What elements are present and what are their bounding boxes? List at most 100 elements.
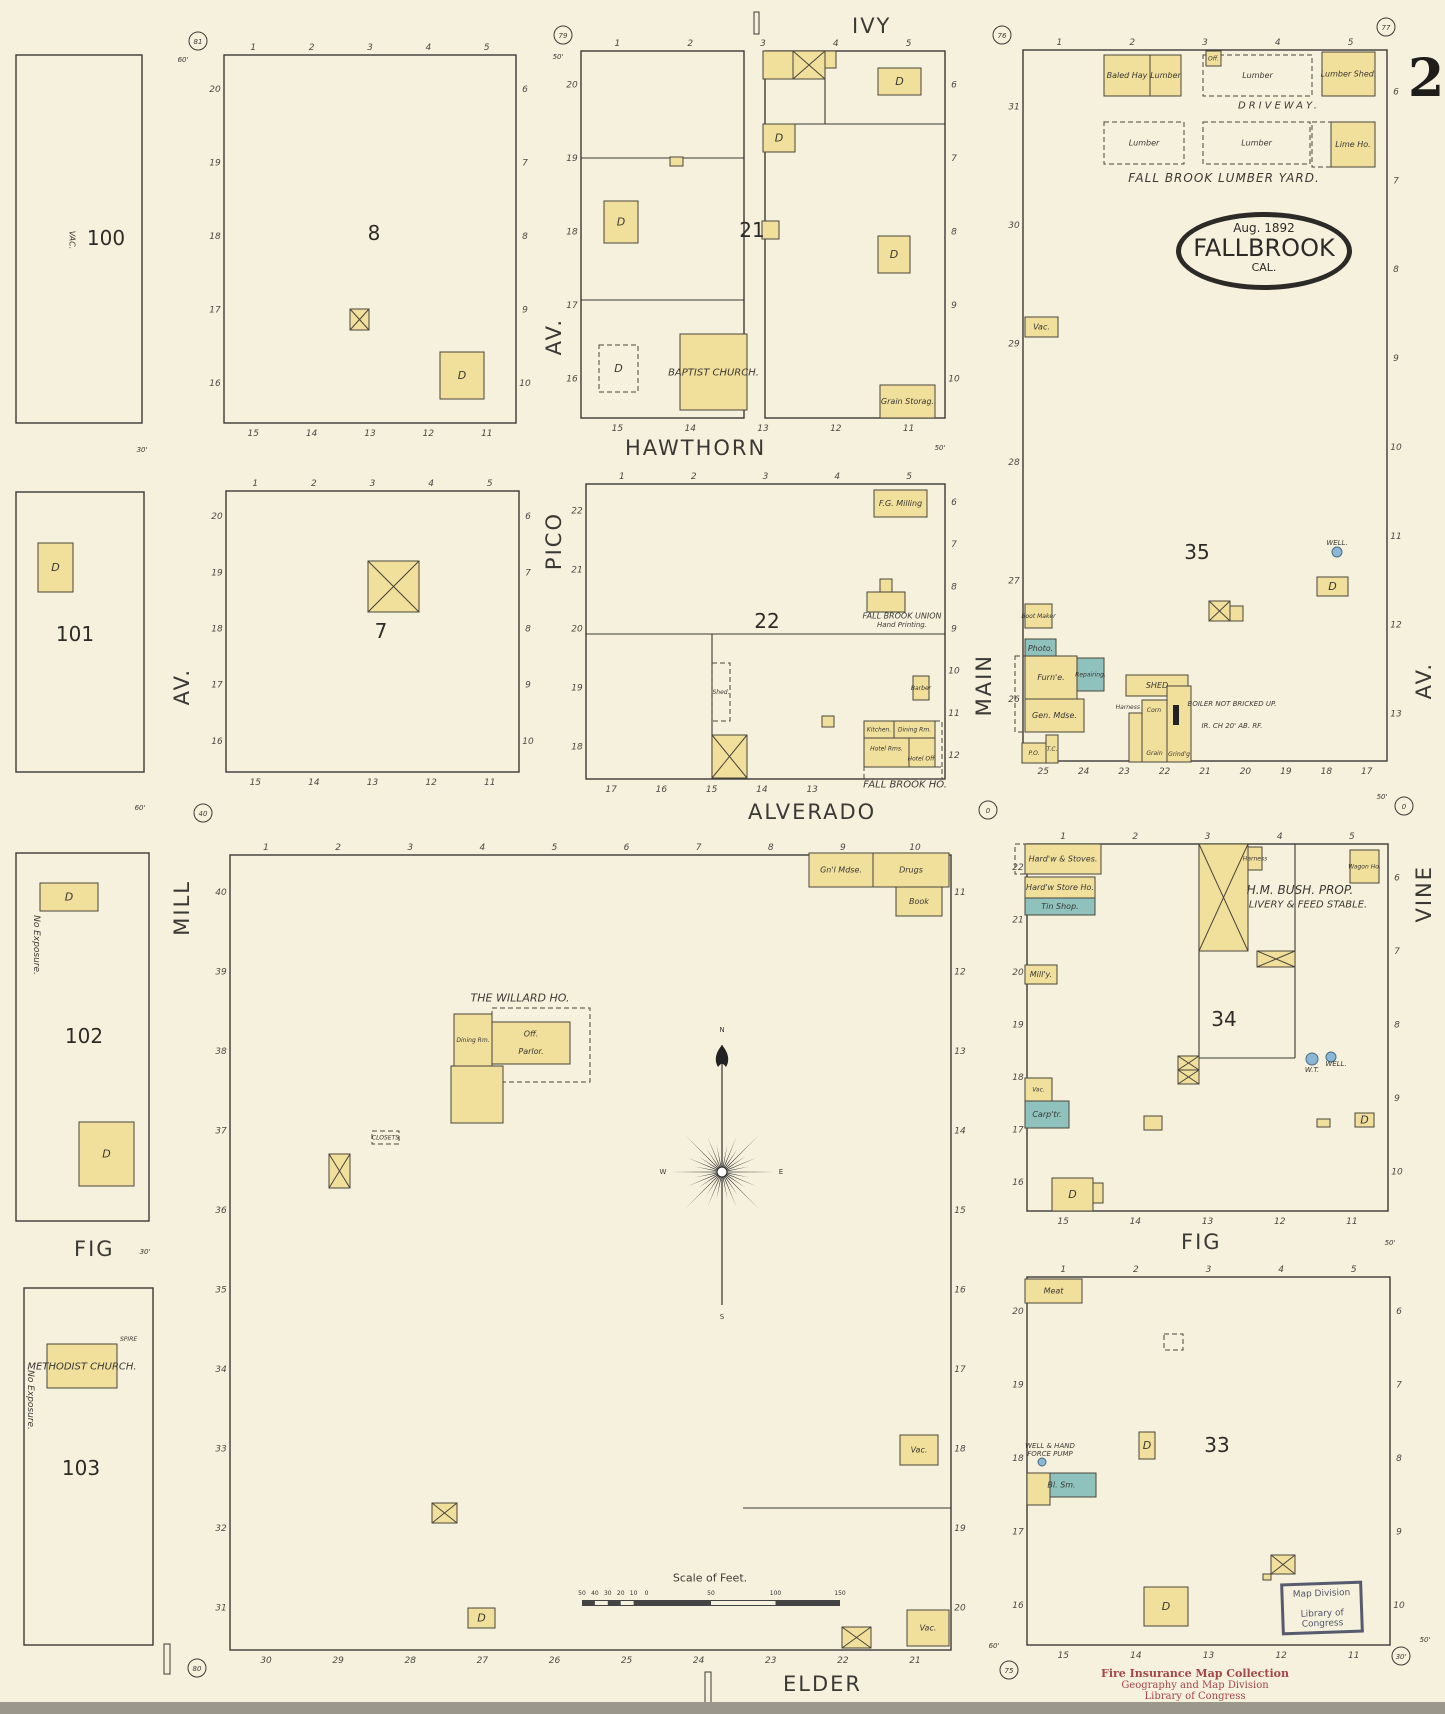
lot-number: 3: [763, 472, 769, 482]
building-meat: [1024, 1278, 1083, 1304]
building-carpenter: [1024, 1100, 1070, 1129]
lot-number: 19: [566, 154, 578, 164]
street-vine-av: AV.: [1412, 662, 1436, 700]
building-vac: [899, 1434, 939, 1466]
lot-number: 3: [1202, 38, 1208, 48]
lot-number: 24: [693, 1656, 705, 1666]
lot-number: 16: [1012, 1178, 1024, 1188]
scale-tick-label: 10: [630, 1590, 638, 1597]
lot-number: 8: [525, 625, 531, 635]
lot-number: 10: [1391, 1167, 1403, 1177]
lot-number: 21: [1012, 916, 1023, 926]
building: [762, 50, 794, 80]
fleur-de-lis-icon: [715, 1045, 729, 1067]
lot-number: 9: [522, 306, 528, 316]
building-label: P.O.: [1028, 750, 1039, 757]
lot-number: 1: [252, 479, 258, 489]
width-label: 50': [1419, 1636, 1431, 1644]
lot-number: 31: [215, 1603, 226, 1613]
scale-tick-label: 100: [770, 1590, 782, 1597]
collection-stamp: Fire Insurance Map Collection Geography …: [1101, 1668, 1289, 1702]
lot-number: 19: [1280, 767, 1292, 777]
lot-number: 21: [909, 1656, 920, 1666]
building-cross: [328, 1153, 351, 1189]
block-number-103: 103: [61, 1456, 101, 1480]
intersection-number: 75: [1005, 1667, 1014, 1675]
compass-ray: [726, 1166, 750, 1172]
compass-ray: [686, 1157, 718, 1171]
building-label: T.C.: [1047, 746, 1058, 753]
lot-number: 28: [1008, 458, 1020, 468]
building-label: Hotel Rms.: [870, 746, 903, 753]
compass-ray: [726, 1172, 750, 1178]
building-cross: [711, 734, 748, 779]
building-cross: [841, 1626, 872, 1649]
building-dwelling: [877, 235, 911, 274]
note-well-34: WELL.: [1325, 1060, 1347, 1068]
building-label: Grain: [1146, 750, 1162, 757]
compass-ray: [716, 1176, 722, 1200]
note-no-exposure-103: No Exposure.: [25, 1370, 35, 1430]
building: [1262, 1573, 1272, 1581]
building: [1026, 1472, 1051, 1506]
lot-number: 10: [1390, 443, 1402, 453]
width-label: 60': [988, 1642, 1000, 1650]
width-label: 50': [1376, 793, 1388, 801]
lot-number: 10: [948, 667, 960, 677]
lot-number: 15: [954, 1206, 966, 1216]
lot-number: 9: [1393, 354, 1399, 364]
lot-number: 18: [566, 228, 578, 238]
stamp-geo: Geography and Map Division: [1121, 1680, 1269, 1691]
lot-number: 1: [263, 843, 269, 853]
lot-number: 3: [407, 843, 413, 853]
scale-tick-label: 50: [578, 1590, 586, 1597]
compass-ray: [670, 1171, 718, 1173]
lot-number: 22: [571, 507, 583, 517]
building-dwelling: [1138, 1431, 1156, 1460]
intersection-number: 80: [193, 1665, 202, 1673]
lot-number: 13: [1202, 1217, 1214, 1227]
compass-ray: [706, 1148, 720, 1169]
lot-number: 16: [209, 379, 221, 389]
intersection-number: 77: [1382, 24, 1391, 32]
building-label: Vac.: [1032, 1087, 1045, 1094]
building-label: Lumber: [1129, 139, 1160, 148]
street-fig-east: FIG: [1181, 1230, 1222, 1254]
compass-ray: [707, 1176, 721, 1208]
compass-ray: [724, 1175, 738, 1196]
lot-number: 4: [428, 479, 434, 489]
building-label: D: [614, 362, 622, 375]
building-label: Parlor.: [518, 1047, 543, 1056]
building-dwelling: [39, 882, 99, 912]
building-repairing: [1076, 657, 1105, 692]
building-label: Carp'tr.: [1032, 1110, 1061, 1119]
building-dwelling: [78, 1121, 135, 1187]
building: [863, 766, 943, 780]
lot-number: 9: [951, 301, 957, 311]
lot-number: 7: [1396, 1380, 1402, 1390]
lot-number: 13: [1390, 710, 1402, 720]
lot-number: 7: [522, 158, 528, 168]
well-icon: [1325, 1051, 1337, 1063]
building-millinery: [1024, 964, 1058, 985]
building: [761, 220, 780, 240]
lot-number: 20: [209, 85, 221, 95]
block-outline-b7: [225, 490, 520, 773]
compass-ray: [707, 1136, 721, 1168]
compass-ray: [685, 1135, 719, 1169]
building-milling: [873, 489, 928, 518]
lot-number: 14: [684, 424, 696, 434]
lot-number: 17: [954, 1365, 966, 1375]
building-label: Gn'l Mdse.: [820, 866, 862, 875]
scale-tick-label: 0: [645, 1590, 649, 1597]
lot-number: 19: [211, 568, 223, 578]
lot-number: 5: [484, 43, 490, 53]
lot-number: 19: [209, 158, 221, 168]
lot-number: 19: [954, 1524, 966, 1534]
sheet-date: Aug. 1892: [1233, 221, 1295, 235]
lot-number: 15: [250, 778, 262, 788]
lot-number: 3: [367, 43, 373, 53]
compass-north: N: [719, 1026, 725, 1034]
lot-number: 13: [806, 785, 818, 795]
